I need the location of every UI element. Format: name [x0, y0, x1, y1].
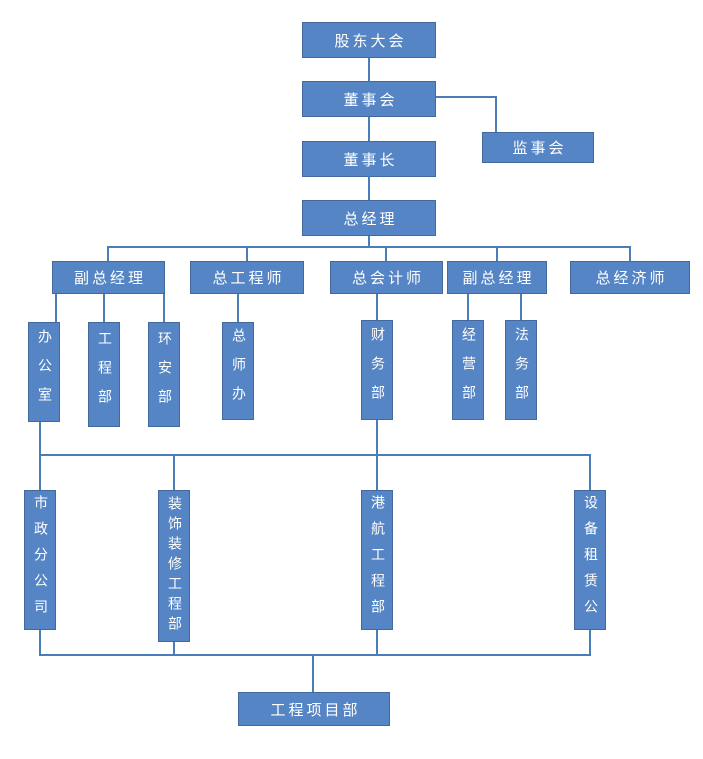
connector-board-supervisory-v — [495, 96, 497, 132]
node-deputy-gm-left: 副总经理 — [52, 261, 165, 294]
node-general-manager: 总经理 — [302, 200, 436, 236]
connector-bus-chief-economist — [629, 246, 631, 261]
connector-deputy-engineering — [103, 294, 105, 322]
node-municipal-branch: 市政分公司 — [24, 490, 56, 630]
connector-port-lowerbus — [376, 630, 378, 655]
node-equipment-leasing: 设备租赁公司 — [552, 490, 606, 630]
node-supervisory-board: 监事会 — [482, 132, 594, 163]
connector-office-municipal — [39, 422, 41, 490]
node-board-of-directors: 董事会 — [302, 81, 436, 117]
node-chairman: 董事长 — [302, 141, 436, 177]
connector-board-chairman — [368, 117, 370, 141]
connector-deputy2-operations — [467, 294, 469, 320]
node-chief-accountant: 总会计师 — [330, 261, 443, 294]
node-chief-economist: 总经济师 — [570, 261, 690, 294]
connector-equipment-lowerbus — [589, 630, 591, 655]
connector-deputy-office — [55, 294, 57, 322]
connector-board-supervisory-h — [436, 96, 497, 98]
connector-accountant-finance — [376, 294, 378, 320]
connector-lowerbus-project — [312, 654, 314, 692]
connector-lower-bus — [39, 654, 591, 656]
node-chief-engineer-office: 总师办 — [222, 322, 254, 420]
node-engineering-dept: 工程部 — [88, 322, 120, 427]
node-project-dept: 工程项目部 — [238, 692, 390, 726]
connector-subsidiary-bus — [39, 454, 591, 456]
connector-municipal-lowerbus — [39, 630, 41, 655]
node-chief-engineer: 总工程师 — [190, 261, 304, 294]
connector-deputy2-legal — [520, 294, 522, 320]
node-office: 办公室 — [28, 322, 60, 422]
node-decoration-dept: 装饰装修工程部 — [158, 490, 190, 642]
connector-bus-chief-accountant — [385, 246, 387, 261]
connector-executive-bus — [107, 246, 631, 248]
node-shareholders-meeting: 股东大会 — [302, 22, 436, 58]
node-finance-dept: 财务部 — [361, 320, 393, 420]
connector-bus-equipment — [589, 454, 591, 490]
connector-gm-bus — [368, 236, 370, 248]
connector-decoration-lowerbus — [173, 642, 175, 655]
node-port-eng-dept: 港航工程部 — [361, 490, 393, 630]
connector-bus-chief-engineer — [246, 246, 248, 261]
node-env-safety-dept: 环安部 — [148, 322, 180, 427]
node-operations-dept: 经营部 — [452, 320, 484, 420]
node-deputy-gm-right: 副总经理 — [447, 261, 547, 294]
node-legal-dept: 法务部 — [505, 320, 537, 420]
connector-bus-deputy-left — [107, 246, 109, 261]
connector-shareholders-board — [368, 58, 370, 81]
connector-bus-decoration — [173, 454, 175, 490]
connector-deputy-envsafety — [163, 294, 165, 322]
connector-chiefeng-office — [237, 294, 239, 322]
connector-chairman-gm — [368, 176, 370, 200]
connector-bus-deputy-right — [496, 246, 498, 261]
